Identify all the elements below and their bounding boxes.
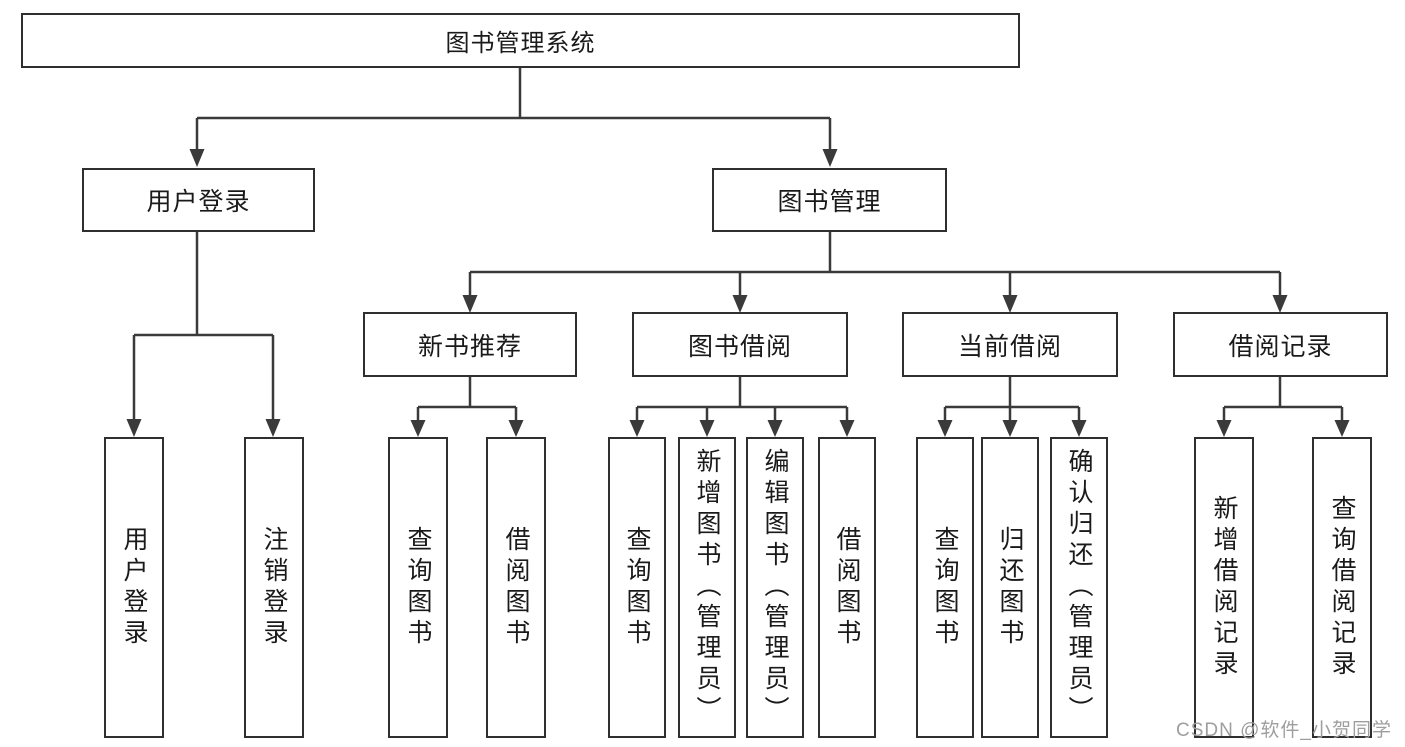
node-book-borrowing: 图书借阅 [632, 312, 848, 377]
csdn-watermark: CSDN @软件_小贺同学 [1176, 720, 1392, 741]
leaf-query-books-current: 查询图书 [916, 437, 974, 738]
node-current-borrowing: 当前借阅 [902, 312, 1118, 377]
node-user-login-branch: 用户登录 [82, 168, 315, 232]
leaf-add-book-admin: 新增图书（管理员） [678, 437, 736, 738]
node-borrowing-records: 借阅记录 [1173, 312, 1388, 377]
leaf-borrow-books-recommend: 借阅图书 [486, 437, 546, 738]
leaf-logout: 注销登录 [244, 437, 304, 738]
leaf-query-books-borrowing: 查询图书 [608, 437, 666, 738]
leaf-add-borrow-record: 新增借阅记录 [1194, 437, 1254, 738]
node-library-system: 图书管理系统 [21, 13, 1020, 68]
node-new-book-recommend: 新书推荐 [363, 312, 577, 377]
leaf-edit-book-admin: 编辑图书（管理员） [746, 437, 804, 738]
leaf-query-books-recommend: 查询图书 [388, 437, 448, 738]
leaf-query-borrow-record: 查询借阅记录 [1312, 437, 1372, 738]
leaf-confirm-return-admin: 确认归还（管理员） [1050, 437, 1108, 738]
leaf-borrow-books: 借阅图书 [818, 437, 876, 738]
leaf-user-login: 用户登录 [104, 437, 164, 738]
leaf-return-books: 归还图书 [981, 437, 1039, 738]
node-book-management-branch: 图书管理 [712, 168, 947, 232]
